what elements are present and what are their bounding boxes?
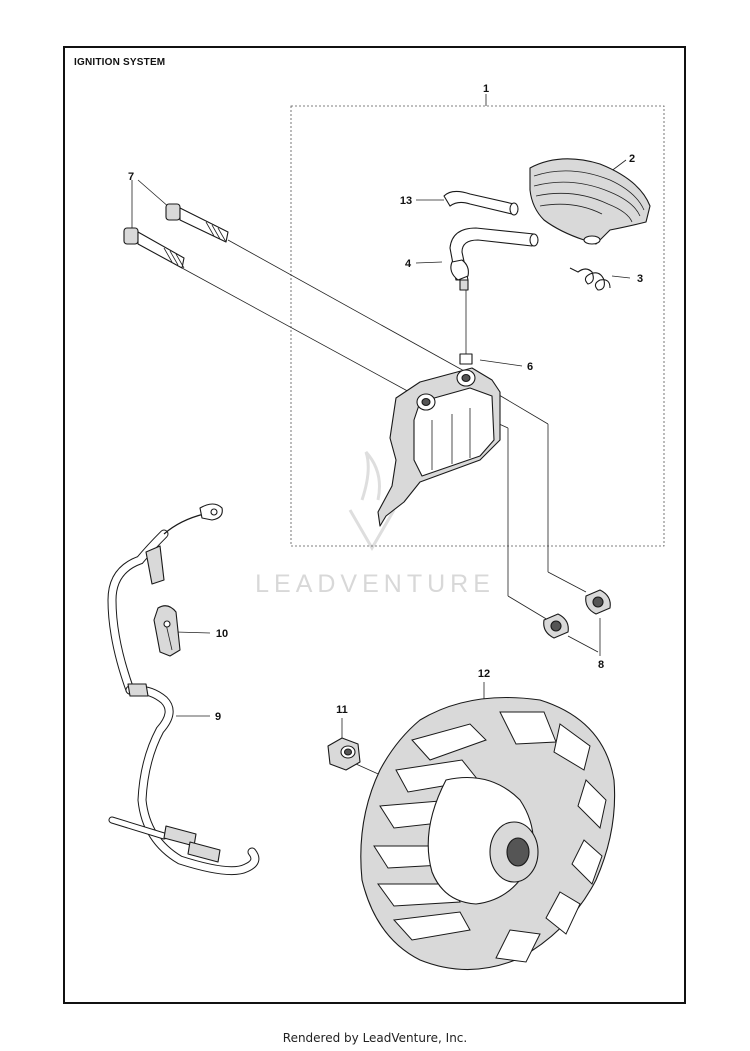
callout-10: 10 [216, 628, 228, 640]
callout-9: 9 [215, 711, 221, 723]
ignition-module-part-6 [377, 353, 501, 527]
tube-part-4 [449, 227, 539, 291]
callout-12: 12 [478, 668, 490, 680]
callout-1: 1 [483, 83, 489, 95]
diagram-title: IGNITION SYSTEM [74, 57, 166, 68]
nut-part-11 [327, 737, 361, 771]
watermark-logo-icon [348, 450, 396, 551]
callout-2: 2 [629, 153, 635, 165]
ignition-cover-part-2 [529, 158, 651, 245]
spacer-part-8 [543, 589, 611, 639]
clip-part-10 [153, 605, 181, 657]
callout-7: 7 [128, 171, 134, 183]
footer-credit: Rendered by LeadVenture, Inc. [282, 1031, 468, 1045]
tube-part-13 [443, 190, 519, 216]
spring-part-3 [569, 267, 611, 291]
callout-11: 11 [336, 704, 348, 716]
callout-13: 13 [400, 195, 412, 207]
callout-3: 3 [637, 273, 643, 285]
leader-lines [131, 94, 631, 791]
flywheel-part-12 [360, 696, 616, 971]
callout-6: 6 [527, 361, 533, 373]
watermark: LEADVENTURE [255, 450, 495, 598]
callout-8: 8 [598, 659, 604, 671]
screw-part-7 [123, 203, 229, 269]
callout-4: 4 [405, 258, 412, 270]
diagram-frame [63, 46, 686, 1004]
callouts: 1 2 3 4 6 7 8 9 10 11 12 13 [128, 83, 643, 723]
watermark-text: LEADVENTURE [255, 570, 495, 598]
wire-harness-part-9 [107, 503, 260, 876]
assembly-1-boundary [290, 105, 665, 547]
